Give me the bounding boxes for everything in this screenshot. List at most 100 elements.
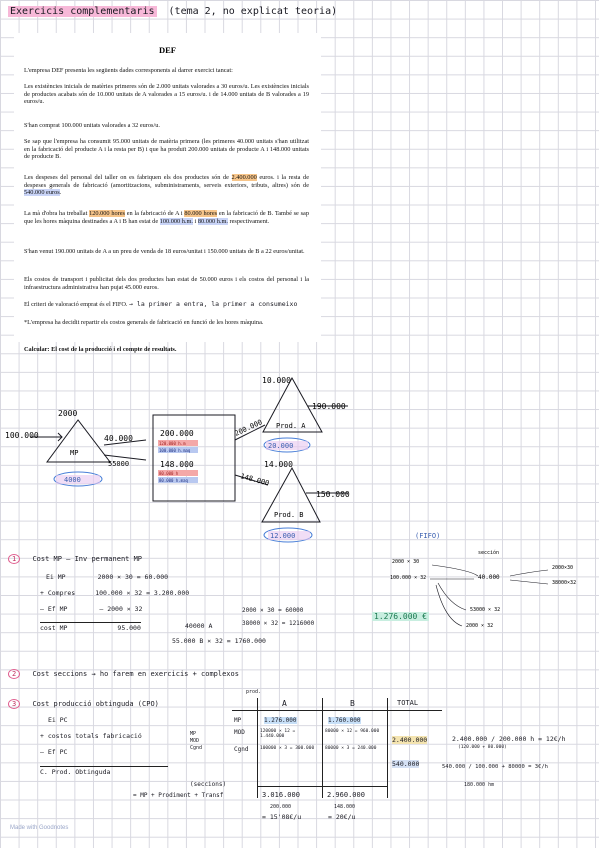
svg-text:(FIFO): (FIFO) xyxy=(415,532,440,540)
header-subtitle: (tema 2, no explicat teoria) xyxy=(168,6,338,17)
goodnotes-badge: Made with Goodnotes xyxy=(10,825,69,831)
statement-title: DEF xyxy=(159,45,176,55)
statement-p11: Calcular: El cost de la producció i el c… xyxy=(24,346,177,353)
rate-1b: (120.000 + 80.000) xyxy=(458,745,507,750)
mp-triangle xyxy=(46,419,112,463)
table-cgnd-total: 540.000 xyxy=(392,760,420,768)
svg-text:150.000: 150.000 xyxy=(316,490,350,499)
statement-p4: Se sap que l'empresa ha consumit 95.000 … xyxy=(24,138,309,161)
table-label-cgnd: Cgnd xyxy=(234,746,249,753)
svg-text:80.000 h: 80.000 h xyxy=(159,471,179,476)
svg-text:10.000: 10.000 xyxy=(262,376,291,385)
svg-text:38000×32: 38000×32 xyxy=(552,580,576,586)
step1-a-line1: 2000 × 30 = 60000 xyxy=(242,607,304,614)
statement-sheet: DEF L'empresa DEF presenta les següents … xyxy=(14,33,321,353)
statement-p8: Els costos de transport i publicitat del… xyxy=(24,276,309,291)
svg-text:190.000: 190.000 xyxy=(312,402,346,411)
step1-row-ef: – Ef MP– 2000 × 32 xyxy=(40,605,143,613)
step2-text: Cost seccions → ho farem en exercicis + … xyxy=(32,670,239,678)
svg-text:100.000 × 32: 100.000 × 32 xyxy=(390,575,426,581)
table-cgnd-a: 100000 × 3 = 300.000 xyxy=(260,746,315,751)
step3-brace-cgnd: Cgnd xyxy=(190,745,203,751)
table-mp-b: 1.760.000 xyxy=(328,717,361,724)
svg-text:55000: 55000 xyxy=(108,460,129,468)
svg-text:MP: MP xyxy=(70,449,78,457)
rate-2: 540.000 / 100.000 + 80000 = 3€/h xyxy=(442,764,548,770)
svg-text:14.000: 14.000 xyxy=(264,460,293,469)
svg-text:40.000: 40.000 xyxy=(104,434,133,443)
step3-title: Cost producció obtinguda (CPO) xyxy=(32,700,159,708)
table-mp-a: 1.276.000 xyxy=(264,717,297,724)
table-mod-b: 80000 × 12 = 960.000 xyxy=(325,729,380,734)
step3-brace-mod: MOD xyxy=(190,738,200,744)
step1-b-calc: 55.000 B × 32 = 1760.000 xyxy=(172,637,266,645)
svg-text:100.000 h.maq: 100.000 h.maq xyxy=(159,448,191,453)
step1-a-line2: 38000 × 32 = 1216000 xyxy=(242,620,315,627)
statement-p10: *L'empresa ha decidit repartir els costo… xyxy=(24,319,264,326)
svg-text:200.000: 200.000 xyxy=(160,429,194,438)
production-box xyxy=(152,414,236,502)
step3-brace-mp: MP xyxy=(190,731,197,737)
statement-p1: L'empresa DEF presenta les següents dade… xyxy=(24,67,233,74)
table-div-b: 148.000 xyxy=(334,804,356,810)
rate-1: 2.400.000 / 200.000 h = 12€/h xyxy=(452,735,566,743)
table-label-mp: MP xyxy=(234,717,242,724)
table-div-a: 200.000 xyxy=(270,804,292,810)
prod-b-triangle xyxy=(261,466,321,523)
step2: 2 Cost seccions → ho farem en exercicis … xyxy=(8,669,239,679)
step3: 3 Cost producció obtinguda (CPO) xyxy=(8,699,159,709)
step3-row-ef: – Ef PC xyxy=(40,748,68,756)
step1-a-calc: 40000 A xyxy=(185,622,213,630)
table-unit-b: = 20€/u xyxy=(328,813,356,821)
step3-note: (seccions) xyxy=(190,781,227,788)
step1-num: 1 xyxy=(8,554,21,564)
svg-text:sección: sección xyxy=(478,549,499,556)
svg-text:2000 × 30: 2000 × 30 xyxy=(392,559,419,565)
svg-text:120.000 h.m: 120.000 h.m xyxy=(159,441,186,446)
page-header: Exercicis complementaris (tema 2, no exp… xyxy=(8,6,337,17)
step3-prod: prod. xyxy=(246,689,262,695)
table-mod-total: 2.400.000 xyxy=(392,736,428,744)
step2-num: 2 xyxy=(8,669,21,679)
svg-text:80.000 h.maq: 80.000 h.maq xyxy=(159,478,188,483)
table-header-total: TOTAL xyxy=(397,699,419,707)
statement-p5: Les despeses del personal del taller on … xyxy=(24,174,309,197)
svg-text:4000: 4000 xyxy=(64,476,81,484)
statement-p7: S'han venut 190.000 unitats de A a un pr… xyxy=(24,248,305,255)
step1-title: Cost MP – Inv permanent MP xyxy=(32,555,143,563)
statement-p2: Les existències inicials de matèries pri… xyxy=(24,83,309,106)
table-cgnd-b: 80000 × 3 = 240.000 xyxy=(325,746,377,751)
statement-p3: S'han comprat 100.000 unitats valorades … xyxy=(24,122,160,129)
header-title: Exercicis complementaris xyxy=(8,6,157,17)
svg-text:40.000: 40.000 xyxy=(478,574,500,581)
svg-text:Prod. B: Prod. B xyxy=(274,511,304,519)
svg-text:53000 × 32: 53000 × 32 xyxy=(470,607,500,613)
table-label-mod: MOD xyxy=(234,729,245,736)
svg-text:2000 × 32: 2000 × 32 xyxy=(466,623,493,629)
step3-row-ei: Ei PC xyxy=(48,716,68,724)
step3-formula: = MP + Prodiment + Transf xyxy=(133,792,224,799)
svg-text:20.000: 20.000 xyxy=(268,442,293,450)
step1: 1 Cost MP – Inv permanent MP xyxy=(8,554,143,564)
table-mod-a: 120000 × 12 = 1.440.000 xyxy=(260,729,296,739)
table-total-b: 2.960.000 xyxy=(327,791,365,799)
table-total-a: 3.016.000 xyxy=(262,791,300,799)
cost-table: A B TOTAL MP MOD Cgnd 1.276.000 1.760.00… xyxy=(232,698,442,806)
svg-text:100.000: 100.000 xyxy=(5,431,39,440)
svg-text:148.000: 148.000 xyxy=(160,460,194,469)
statement-p6: La mà d'obra ha treballat 120.000 hores … xyxy=(24,210,309,225)
step3-row-cpo: C. Prod. Obtinguda xyxy=(40,766,168,776)
fifo-note: → la primer a entra, la primer a consume… xyxy=(129,300,298,308)
svg-text:Prod. A: Prod. A xyxy=(276,422,306,430)
svg-text:12.000: 12.000 xyxy=(270,532,295,540)
step3-num: 3 xyxy=(8,699,21,709)
table-unit-a: = 15'08€/u xyxy=(262,813,302,821)
step1-a-total: 1.276.000 € xyxy=(372,612,429,621)
prod-a-triangle xyxy=(262,376,323,433)
statement-p9: El criteri de valoració emprat és el FIF… xyxy=(24,300,298,308)
table-header-a: A xyxy=(282,699,287,708)
